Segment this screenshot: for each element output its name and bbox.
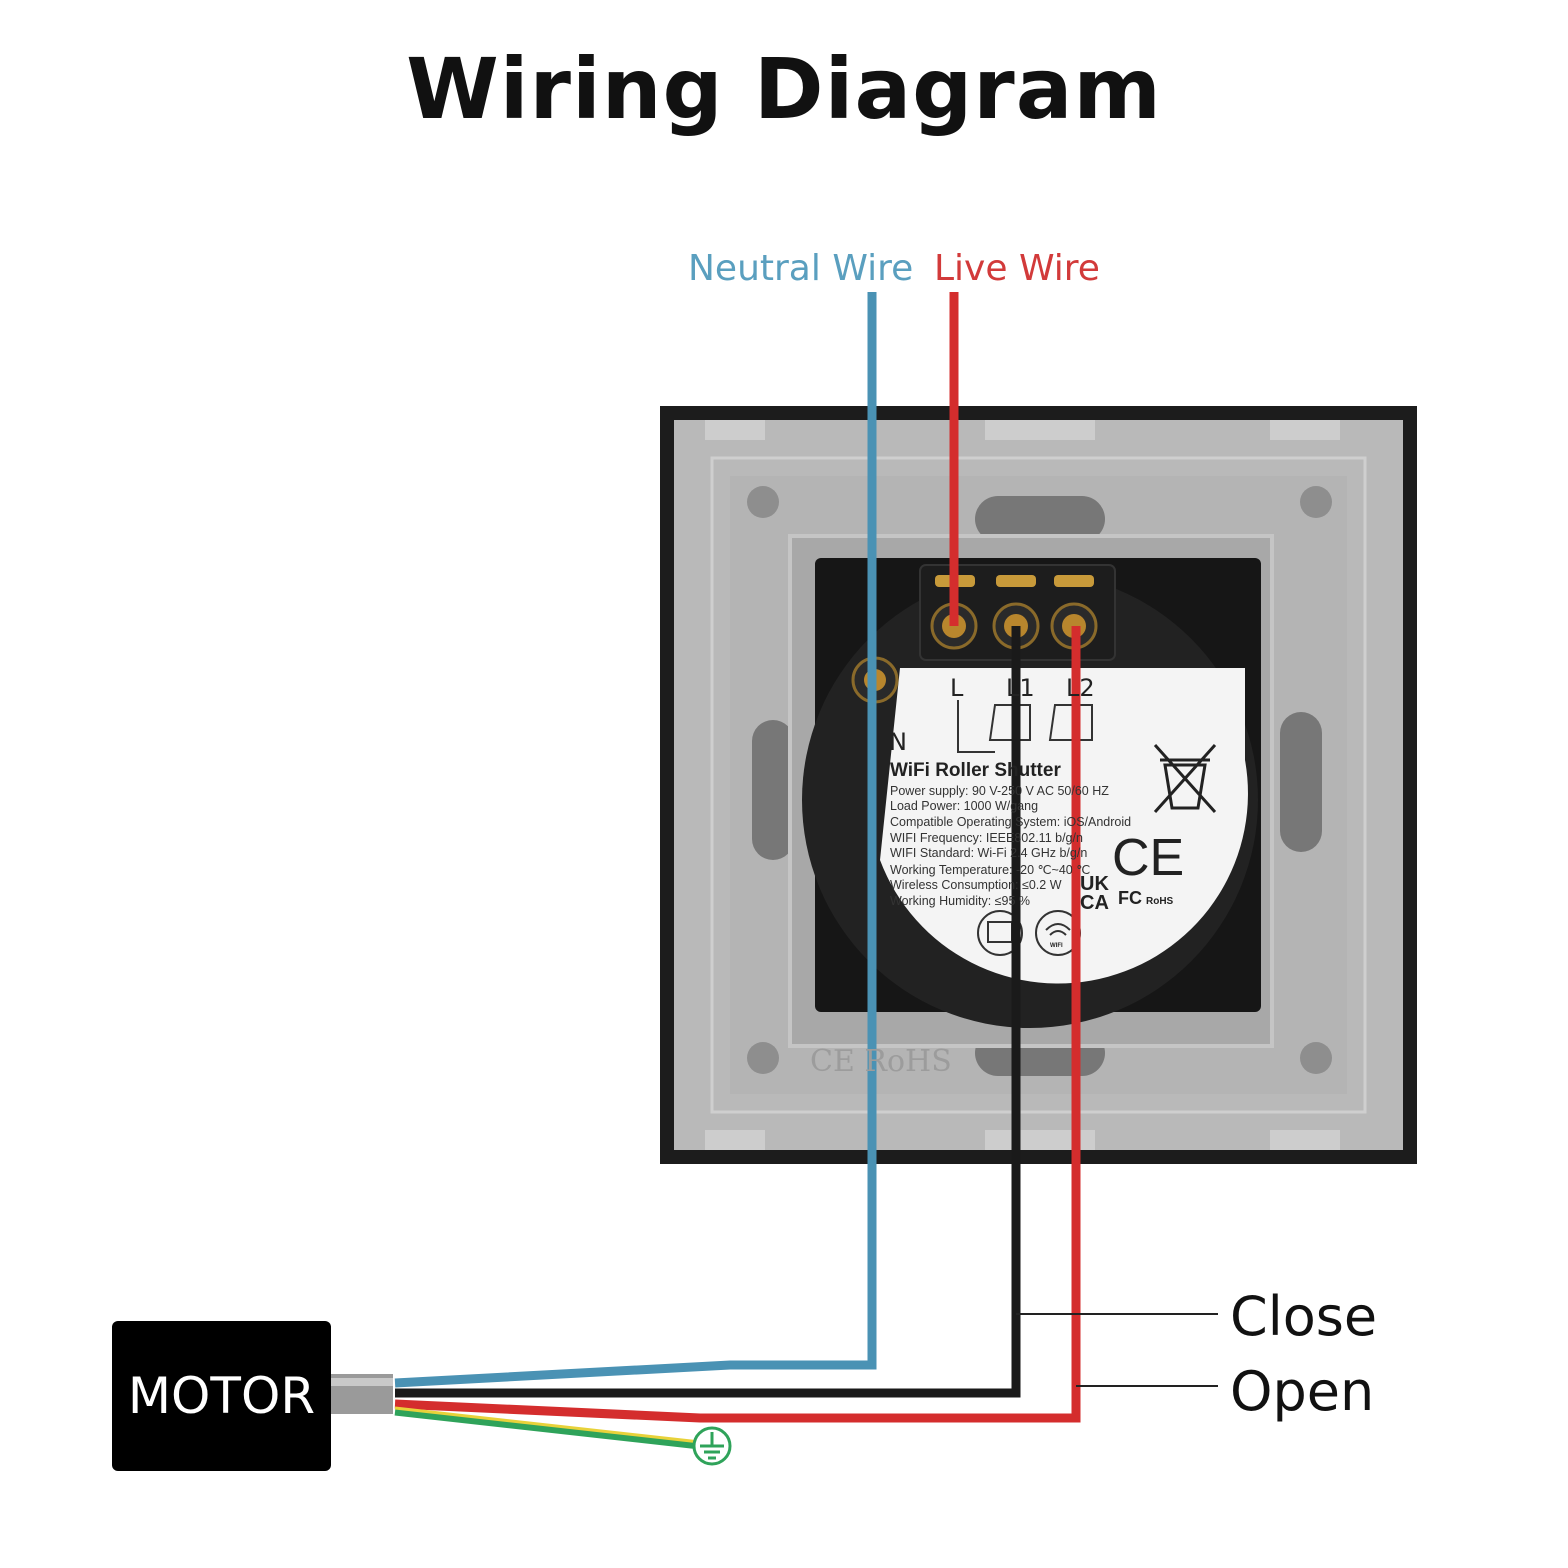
- close-label: Close: [1230, 1285, 1378, 1348]
- screw-hole-icon: [747, 486, 779, 518]
- shutter-icon: [977, 910, 1023, 956]
- wifi-mark: WIFI: [1050, 943, 1063, 949]
- ukca-mark-top: UK: [1080, 873, 1109, 895]
- neutral-wire: [394, 292, 877, 1388]
- live-wire-label: Live Wire: [934, 248, 1100, 289]
- spec-line: Load Power: 1000 W/gang: [890, 799, 1039, 813]
- embossed-ce-rohs: CE RoHS: [810, 1044, 952, 1079]
- spec-line: Power supply: 90 V-250 V AC 50/60 HZ: [890, 784, 1109, 798]
- terminal-label-l: L: [950, 674, 964, 702]
- spec-line: Working Humidity: ≤95 %: [890, 894, 1031, 908]
- open-wire: [394, 626, 1081, 1423]
- motor-box: MOTOR: [112, 1321, 331, 1471]
- rohs-mark: RoHS: [1146, 896, 1174, 907]
- weee-bin-icon: [1153, 743, 1217, 814]
- terminal-label-l2: L2: [1066, 674, 1095, 702]
- screw-hole-icon: [747, 1042, 779, 1074]
- screw-hole-icon: [1300, 486, 1332, 518]
- terminal-label-l1: L1: [1006, 674, 1035, 702]
- spec-line: WIFI Frequency: IEEE802.11 b/g/n: [890, 831, 1083, 845]
- earth-wire: [394, 1408, 701, 1450]
- motor-label: MOTOR: [127, 1367, 316, 1425]
- spec-line: Working Temperature: -20 ℃~40 ℃: [890, 863, 1091, 877]
- page-title: Wiring Diagram: [406, 40, 1162, 138]
- spec-line: WIFI Standard: Wi-Fi 2.4 GHz b/g/n: [890, 846, 1088, 860]
- screw-hole-icon: [1300, 1042, 1332, 1074]
- spec-line: Wireless Consumption: ≤0.2 W: [890, 878, 1062, 892]
- ce-mark: CE: [1112, 829, 1185, 887]
- plate-inner-border: [710, 456, 1367, 1114]
- terminal-label-n: N: [889, 728, 907, 756]
- open-label: Open: [1230, 1360, 1375, 1423]
- fcc-mark: FC: [1118, 888, 1142, 908]
- earth-ground-icon: [692, 1426, 732, 1466]
- ukca-mark-bottom: CA: [1080, 892, 1109, 914]
- close-wire: [395, 626, 1021, 1398]
- neutral-wire-label: Neutral Wire: [688, 248, 914, 289]
- spec-line: Compatible Operating System: iOS/Android: [890, 815, 1132, 829]
- device-name: WiFi Roller Shutter: [890, 760, 1061, 781]
